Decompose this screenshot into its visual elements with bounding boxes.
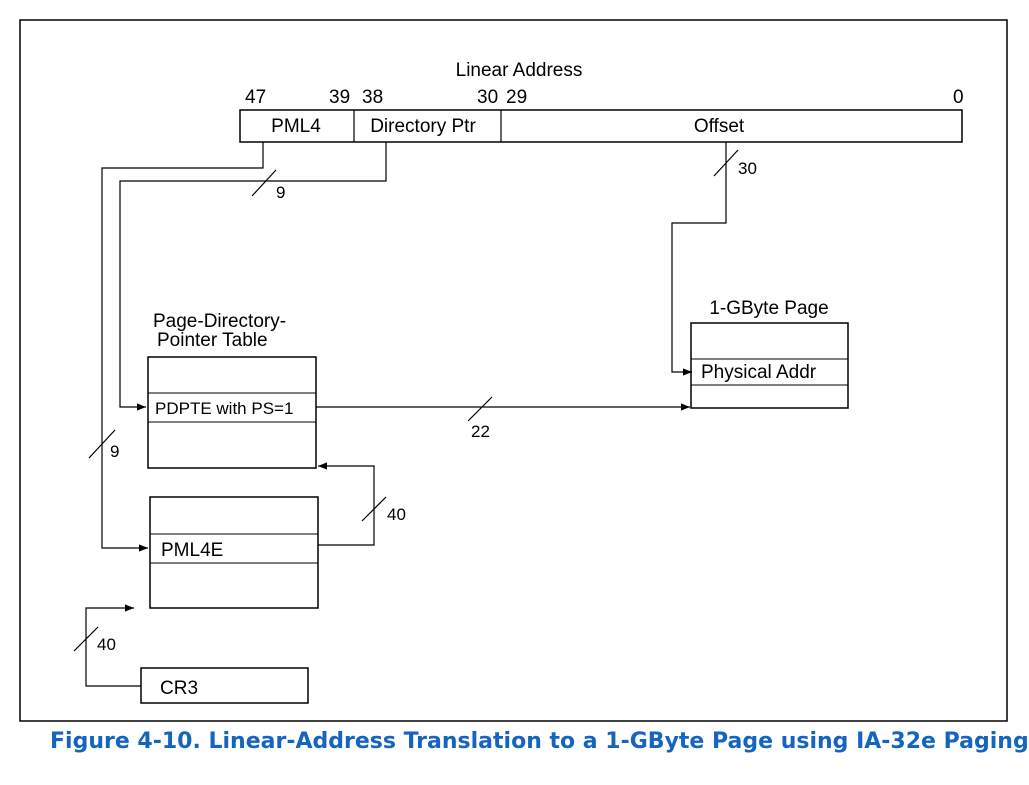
field-offset: Offset (694, 116, 745, 137)
pdpte-entry: PDPTE with PS=1 (155, 399, 293, 418)
width-label-pdpte: 22 (471, 422, 490, 441)
width-slash-offset (713, 149, 739, 177)
connector-dirptr-to-pdpte (119, 142, 387, 411)
bit-38: 38 (362, 87, 383, 108)
pml4-table (149, 496, 319, 609)
connector-offset-to-physaddr (671, 142, 727, 376)
width-label-pml4e: 40 (387, 505, 406, 524)
width-slash-pml4e (361, 496, 387, 522)
connector-pml4e-to-pdpt (318, 462, 375, 546)
field-pml4: PML4 (271, 116, 321, 137)
connector-pml4-to-pml4e (101, 142, 264, 552)
figure-caption: Figure 4-10. Linear-Address Translation … (50, 729, 1029, 754)
bit-0: 0 (953, 87, 964, 108)
width-label-pml4: 9 (110, 442, 119, 461)
width-label-offset: 30 (738, 159, 757, 178)
pdpt-table (147, 356, 317, 469)
bit-30: 30 (477, 87, 498, 108)
page-title: 1-GByte Page (709, 298, 828, 319)
bit-47: 47 (245, 87, 266, 108)
width-slash-dirptr (251, 169, 277, 197)
page-table (690, 322, 849, 409)
width-label-cr3: 40 (97, 635, 116, 654)
pdpt-title-line1: Page-Directory- (153, 311, 286, 332)
bit-29: 29 (506, 87, 527, 108)
physical-addr-entry: Physical Addr (701, 362, 817, 383)
bit-39: 39 (329, 87, 350, 108)
width-slash-pml4 (88, 429, 116, 459)
width-label-dirptr: 9 (276, 183, 285, 202)
cr3-label: CR3 (160, 678, 198, 699)
linear-address-bar (239, 109, 963, 143)
pml4e-entry: PML4E (161, 540, 223, 561)
width-slash-cr3 (73, 626, 99, 652)
width-slash-pdpte (467, 396, 493, 422)
pdpt-title-line2: Pointer Table (157, 330, 268, 351)
figure-frame (19, 19, 1008, 722)
connector-cr3-to-pml4 (85, 604, 141, 687)
linear-address-title: Linear Address (456, 60, 583, 81)
field-directory-ptr: Directory Ptr (370, 116, 476, 137)
